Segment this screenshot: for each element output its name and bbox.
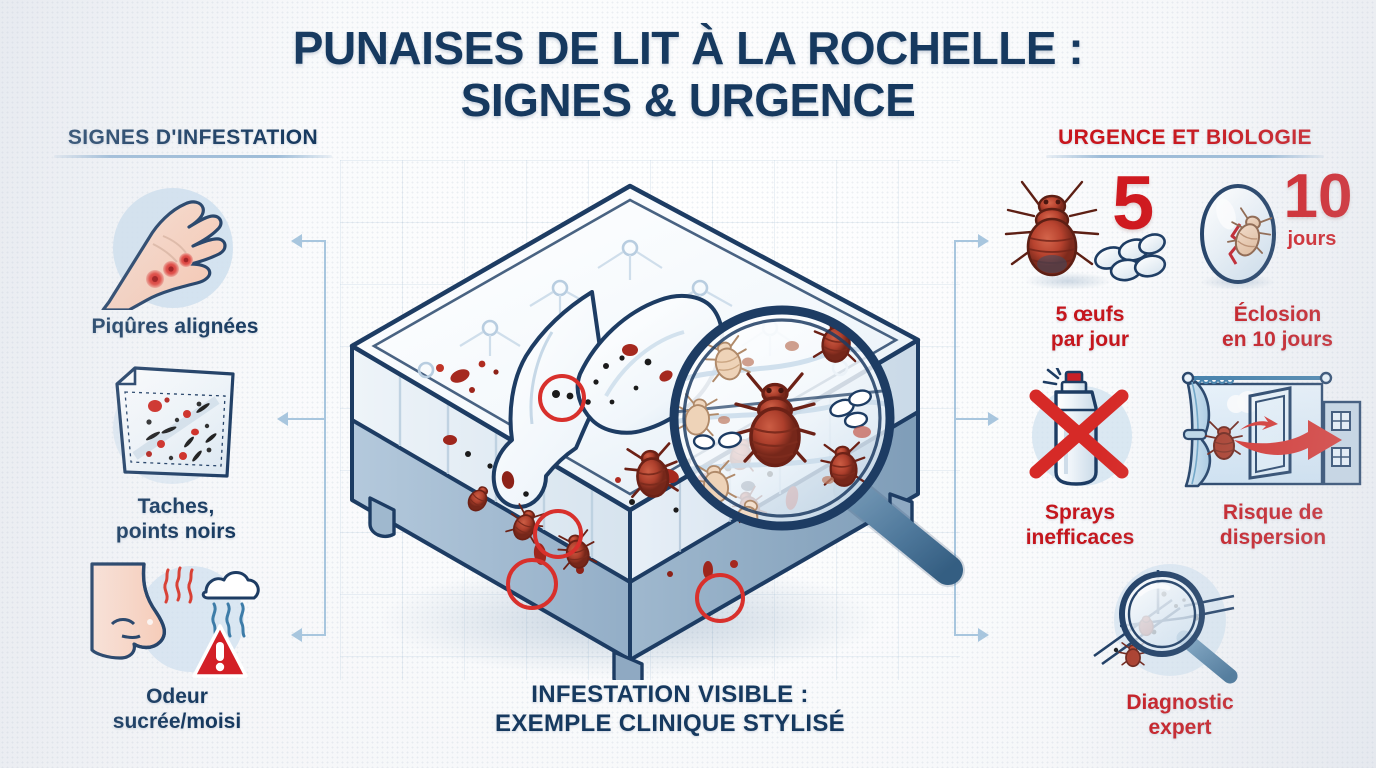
nose-odor-warning-icon (82, 558, 272, 680)
magnifier-bed-frame-icon (1080, 560, 1280, 686)
right-header-underline (1046, 155, 1324, 158)
hatching-days-number: 10 (1283, 162, 1353, 231)
left-arrow-stem-3 (302, 634, 326, 636)
right-item-diagnostic: Diagnostic expert (1075, 560, 1285, 740)
center-caption-line-1: INFESTATION VISIBLE : (531, 681, 809, 708)
hatching-days-unit: jours (1287, 228, 1337, 250)
right-item-hatching: 10 jours Éclosion en 10 jours (1185, 166, 1370, 352)
stained-sheet-icon (91, 360, 261, 490)
right-item-eggs-label-2: par jour (1050, 328, 1130, 351)
left-item-odor: Odeur sucrée/moisi (62, 558, 292, 734)
right-item-sprays-label-1: Sprays (1044, 501, 1116, 524)
left-item-stains-label-2: points noirs (115, 520, 237, 543)
page-title: PUNAISES DE LIT À LA ROCHELLE : SIGNES &… (0, 22, 1376, 126)
center-caption: INFESTATION VISIBLE : EXEMPLE CLINIQUE S… (390, 680, 950, 738)
right-arrow-head-1 (978, 234, 989, 248)
left-column-header: SIGNES D'INFESTATION (28, 126, 358, 158)
evidence-circle (538, 374, 586, 422)
left-connector (277, 232, 332, 642)
right-item-dispersion-label-1: Risque de (1222, 501, 1324, 524)
right-column-header-label: URGENCE ET BIOLOGIE (1058, 126, 1312, 149)
right-item-hatching-label-1: Éclosion (1233, 303, 1322, 326)
forearm-with-bites-icon (85, 180, 265, 310)
window-bug-arrow-icon (1178, 368, 1368, 496)
title-line-2: SIGNES & URGENCE (460, 74, 916, 126)
right-item-diagnostic-label-1: Diagnostic (1126, 691, 1234, 714)
left-column-header-label: SIGNES D'INFESTATION (67, 126, 319, 149)
right-connector (944, 232, 999, 642)
left-item-stains: Taches, points noirs (66, 360, 286, 544)
left-arrow-head-3 (291, 628, 302, 642)
spray-can-crossed-icon (1000, 368, 1160, 496)
left-item-bites-label-1: Piqûres alignées (91, 315, 259, 338)
right-item-dispersion: Risque de dispersion (1175, 368, 1371, 550)
left-item-odor-label-2: sucrée/moisi (112, 710, 242, 733)
left-arrow-head-2 (277, 412, 288, 426)
left-item-bites: Piqûres alignées (60, 180, 290, 339)
left-arrow-stem-1 (302, 240, 326, 242)
left-item-stains-label-1: Taches, (137, 495, 215, 518)
right-item-sprays: Sprays inefficaces (990, 368, 1170, 550)
right-item-eggs: 5 5 œufs par jour (995, 166, 1185, 352)
right-column-header: URGENCE ET BIOLOGIE (1020, 126, 1350, 158)
right-item-diagnostic-label-2: expert (1148, 716, 1212, 739)
center-caption-line-2: EXEMPLE CLINIQUE STYLISÉ (495, 710, 845, 737)
egg-with-nymph-icon: 10 jours (1188, 166, 1368, 298)
right-arrow-stem-2 (956, 418, 990, 420)
left-arrow-head-1 (291, 234, 302, 248)
eggs-count-number: 5 (1112, 161, 1155, 246)
right-arrow-head-2 (988, 412, 999, 426)
right-connector-spine (954, 240, 956, 636)
left-item-odor-label-1: Odeur (146, 685, 208, 708)
left-connector-spine (324, 240, 326, 636)
right-arrow-stem-3 (956, 634, 980, 636)
right-item-sprays-label-2: inefficaces (1025, 526, 1135, 549)
right-item-eggs-label-1: 5 œufs (1055, 303, 1125, 326)
bedbug-with-eggs-icon: 5 (1000, 166, 1180, 298)
left-header-underline (54, 155, 332, 158)
left-arrow-stem-2 (288, 418, 326, 420)
right-arrow-stem-1 (956, 240, 980, 242)
right-item-hatching-label-2: en 10 jours (1222, 328, 1333, 351)
isometric-mattress-infestation-illustration (330, 150, 970, 693)
title-line-1: PUNAISES DE LIT À LA ROCHELLE : (292, 22, 1084, 74)
right-arrow-head-3 (978, 628, 989, 642)
right-item-dispersion-label-2: dispersion (1219, 526, 1327, 549)
